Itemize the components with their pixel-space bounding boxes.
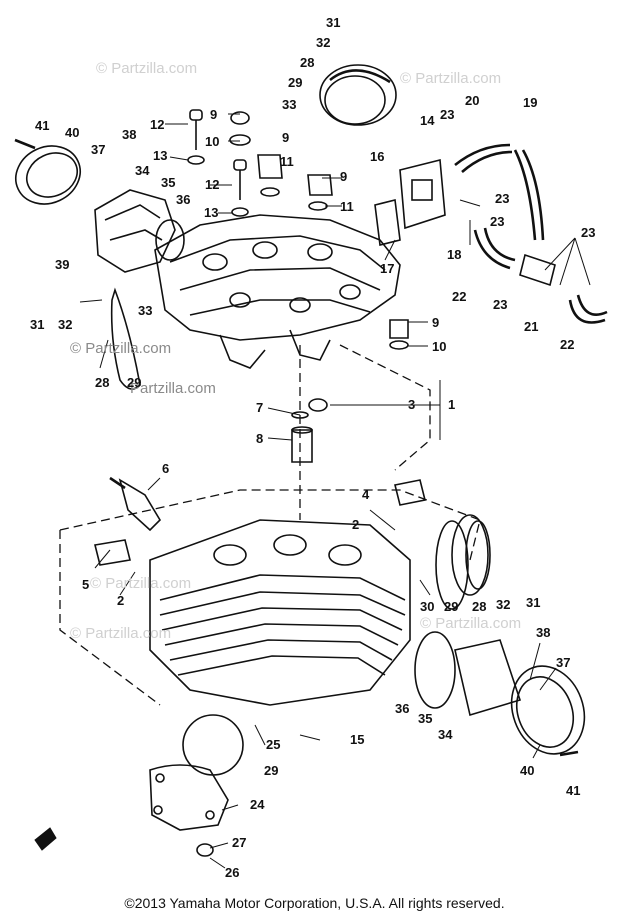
breather-box-drawing (374, 158, 446, 246)
callout-18: 18 (447, 247, 462, 262)
watermark: © Partzilla.com (96, 60, 198, 77)
callout-39: 39 (55, 257, 70, 272)
callout-26: 26 (225, 865, 240, 880)
callout-22: 22 (560, 337, 575, 352)
callout-23: 23 (495, 191, 510, 206)
callout-10: 10 (205, 134, 220, 149)
callout-9: 9 (210, 107, 218, 122)
right-cover-drawing (414, 631, 586, 757)
front-arrow-drawing (34, 827, 57, 851)
callout-8: 8 (256, 431, 264, 446)
watermark: © Partzilla.com (70, 340, 172, 357)
callout-35: 35 (161, 175, 176, 190)
callout-7: 7 (256, 400, 264, 415)
oring-29-left-drawing (110, 287, 141, 390)
callout-9: 9 (282, 130, 290, 145)
callout-40: 40 (520, 763, 535, 778)
sensor-6-drawing (109, 476, 162, 532)
callout-11: 11 (340, 199, 354, 214)
callout-12: 12 (205, 177, 220, 192)
callout-35: 35 (418, 711, 433, 726)
cover-plate-24-drawing (149, 764, 229, 857)
callout-23: 23 (493, 297, 508, 312)
callout-29: 29 (127, 375, 142, 390)
callout-23: 23 (581, 225, 596, 240)
left-cover-drawing (14, 138, 81, 205)
callout-19: 19 (523, 95, 538, 110)
callout-6: 6 (162, 461, 170, 476)
callout-28: 28 (472, 599, 487, 614)
callout-29: 29 (288, 75, 303, 90)
callout-41: 41 (566, 783, 581, 798)
callout-37: 37 (91, 142, 106, 157)
watermark: © Partzilla.com (400, 70, 502, 87)
callout-34: 34 (135, 163, 150, 178)
callout-22: 22 (452, 289, 467, 304)
watermark: © Partzilla.com (420, 615, 522, 632)
callout-2: 2 (117, 593, 125, 608)
callout-32: 32 (316, 35, 331, 50)
callout-24: 24 (250, 797, 265, 812)
parts-drawing (14, 64, 608, 869)
callout-23: 23 (490, 214, 505, 229)
watermark: Partzilla.com (130, 380, 216, 397)
callout-28: 28 (95, 375, 110, 390)
callout-13: 13 (204, 205, 219, 220)
callout-20: 20 (465, 93, 480, 108)
top-ring-drawing (319, 64, 397, 126)
callout-2: 2 (352, 517, 360, 532)
callout-37: 37 (556, 655, 571, 670)
callout-25: 25 (266, 737, 281, 752)
callout-16: 16 (370, 149, 385, 164)
callout-3: 3 (408, 397, 416, 412)
callout-36: 36 (176, 192, 191, 207)
callout-31: 31 (30, 317, 45, 332)
bolts-caps-drawing (187, 109, 409, 350)
callout-29: 29 (264, 763, 279, 778)
callout-28: 28 (300, 55, 315, 70)
callout-31: 31 (526, 595, 541, 610)
hoses-drawing (454, 143, 608, 324)
watermark: © Partzilla.com (90, 575, 192, 592)
callout-29: 29 (444, 599, 459, 614)
callout-1: 1 (448, 397, 456, 412)
callout-14: 14 (420, 113, 435, 128)
callout-13: 13 (153, 148, 168, 163)
callout-17: 17 (380, 261, 395, 276)
callout-32: 32 (496, 597, 511, 612)
callout-9: 9 (340, 169, 348, 184)
callout-27: 27 (232, 835, 247, 850)
callout-41: 41 (35, 118, 50, 133)
right-rings-drawing (435, 514, 491, 610)
callout-9: 9 (432, 315, 440, 330)
callout-21: 21 (524, 319, 539, 334)
copyright-notice: ©2013 Yamaha Motor Corporation, U.S.A. A… (124, 895, 505, 911)
callout-30: 30 (420, 599, 435, 614)
cam-housing-drawing (94, 189, 401, 369)
callout-38: 38 (536, 625, 551, 640)
callout-33: 33 (282, 97, 297, 112)
callout-34: 34 (438, 727, 453, 742)
watermark: © Partzilla.com (70, 625, 172, 642)
leader-lines (79, 113, 591, 869)
callout-12: 12 (150, 117, 165, 132)
callout-4: 4 (362, 487, 370, 502)
callout-31: 31 (326, 15, 341, 30)
lower-head-drawing (59, 479, 481, 706)
callout-40: 40 (65, 125, 80, 140)
callout-11: 11 (280, 154, 294, 169)
callout-38: 38 (122, 127, 137, 142)
dowel-sleeve-drawing (291, 398, 328, 463)
callout-33: 33 (138, 303, 153, 318)
callout-36: 36 (395, 701, 410, 716)
callout-32: 32 (58, 317, 73, 332)
seal-36-drawing (155, 219, 185, 261)
callout-5: 5 (82, 577, 90, 592)
exploded-parts-diagram (14, 64, 608, 869)
callout-10: 10 (432, 339, 447, 354)
callout-23: 23 (440, 107, 455, 122)
callout-15: 15 (350, 732, 365, 747)
